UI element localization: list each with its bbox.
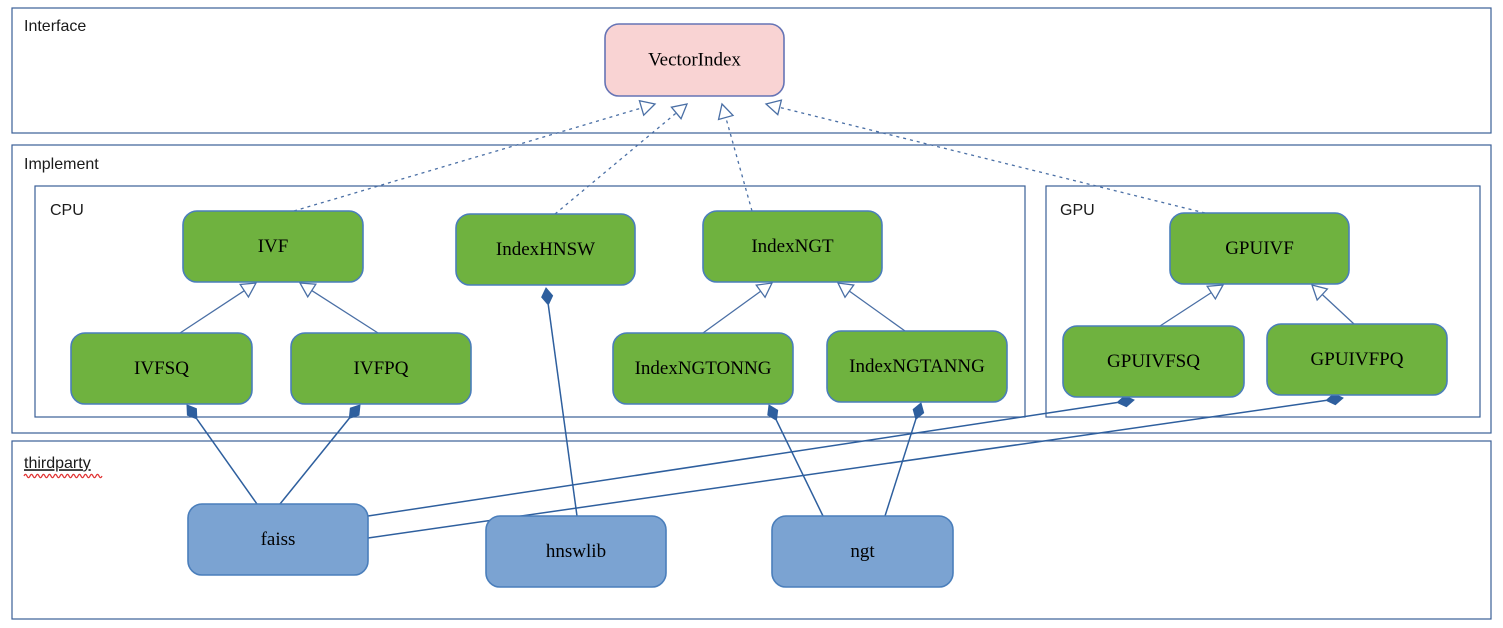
node-ivf-label: IVF — [258, 236, 289, 257]
filled-diamond-arrowhead-icon — [912, 402, 925, 421]
hollow-triangle-arrowhead-icon — [764, 99, 783, 116]
node-ivf-box[interactable] — [182, 210, 364, 283]
node-ivfsq-box[interactable] — [70, 332, 253, 405]
node-ngt-label: ngt — [850, 541, 875, 562]
node-indexhnsw-box[interactable] — [455, 213, 636, 286]
node-indexngtonng-label: IndexNGTONNG — [635, 358, 772, 379]
container-interface-label: Interface — [24, 18, 86, 35]
node-ivfpq-box[interactable] — [290, 332, 472, 405]
edge-indexngt-to-vectorindex — [717, 102, 753, 212]
hollow-triangle-arrowhead-icon — [1310, 284, 1329, 302]
edge-line-generalization — [179, 290, 245, 334]
edge-line-composition — [279, 417, 350, 505]
edge-indexngtonng-to-indexngt — [702, 282, 774, 334]
hollow-triangle-arrowhead-icon — [298, 282, 317, 299]
node-gpuivfpq[interactable]: GPUIVFPQ — [1266, 323, 1448, 396]
edge-line-generalization — [702, 290, 762, 334]
node-vectorindex[interactable]: VectorIndex — [604, 23, 785, 97]
edge-faiss-to-ivfpq — [279, 404, 361, 505]
hollow-triangle-arrowhead-icon — [755, 282, 774, 299]
edge-gpuivfsq-to-gpuivf — [1159, 284, 1225, 327]
filled-diamond-arrowhead-icon — [348, 404, 361, 419]
edge-line-realization — [293, 107, 642, 212]
hollow-triangle-arrowhead-icon — [670, 103, 689, 120]
node-indexngt[interactable]: IndexNGT — [702, 210, 883, 283]
node-indexngtonng[interactable]: IndexNGTONNG — [612, 332, 794, 405]
node-indexngtanng-box[interactable] — [826, 330, 1008, 403]
edge-line-generalization — [311, 290, 379, 334]
node-gpuivfpq-box[interactable] — [1266, 323, 1448, 396]
node-indexhnsw[interactable]: IndexHNSW — [455, 213, 636, 286]
container-cpu-label: CPU — [50, 202, 84, 219]
node-hnswlib-label: hnswlib — [546, 541, 606, 562]
edge-indexhnsw-to-vectorindex — [554, 103, 689, 215]
node-indexngt-box[interactable] — [702, 210, 883, 283]
node-indexhnsw-label: IndexHNSW — [496, 239, 595, 260]
edge-line-realization — [725, 117, 753, 212]
edge-layer — [179, 99, 1355, 539]
node-faiss-box[interactable] — [187, 503, 369, 576]
node-gpuivfsq-label: GPUIVFSQ — [1107, 351, 1200, 372]
node-faiss[interactable]: faiss — [187, 503, 369, 576]
edge-line-realization — [779, 106, 1206, 214]
edge-ivf-to-vectorindex — [293, 99, 657, 212]
node-indexngtanng-label: IndexNGTANNG — [849, 356, 985, 377]
node-vectorindex-label: VectorIndex — [648, 49, 741, 70]
edge-line-composition — [547, 304, 578, 517]
edge-line-generalization — [849, 290, 906, 332]
filled-diamond-arrowhead-icon — [541, 287, 554, 306]
node-indexngtonng-box[interactable] — [612, 332, 794, 405]
node-ngt-box[interactable] — [771, 515, 954, 588]
node-ivfsq[interactable]: IVFSQ — [70, 332, 253, 405]
edge-line-composition — [775, 419, 824, 517]
edge-line-generalization — [1159, 292, 1212, 327]
hollow-triangle-arrowhead-icon — [717, 102, 735, 121]
node-hnswlib[interactable]: hnswlib — [485, 515, 667, 588]
edge-ngt-to-indexngtanng — [884, 402, 925, 517]
edge-indexngtanng-to-indexngt — [836, 282, 906, 332]
node-indexngtanng[interactable]: IndexNGTANNG — [826, 330, 1008, 403]
edge-hnswlib-to-indexhnsw — [541, 287, 578, 517]
node-gpuivfpq-label: GPUIVFPQ — [1311, 349, 1404, 370]
edge-line-composition — [884, 418, 917, 517]
node-gpuivfsq-box[interactable] — [1062, 325, 1245, 398]
edge-ngt-to-indexngtonng — [767, 404, 824, 517]
edge-gpuivf-to-vectorindex — [764, 99, 1206, 214]
hollow-triangle-arrowhead-icon — [836, 282, 855, 299]
node-ivfpq-label: IVFPQ — [354, 358, 409, 379]
edge-ivfpq-to-ivf — [298, 282, 379, 334]
hollow-triangle-arrowhead-icon — [638, 99, 657, 117]
container-implement-label: Implement — [24, 156, 99, 173]
node-ivfpq[interactable]: IVFPQ — [290, 332, 472, 405]
node-vectorindex-box[interactable] — [604, 23, 785, 97]
container-thirdparty-label: thirdparty — [24, 455, 91, 472]
filled-diamond-arrowhead-icon — [186, 404, 198, 420]
hollow-triangle-arrowhead-icon — [239, 282, 258, 299]
edge-line-composition — [196, 418, 258, 505]
edge-line-composition — [367, 401, 1118, 517]
filled-diamond-arrowhead-icon — [767, 404, 779, 422]
edge-line-composition — [367, 399, 1327, 539]
node-faiss-label: faiss — [261, 529, 296, 550]
node-gpuivf[interactable]: GPUIVF — [1169, 212, 1350, 285]
edge-gpuivfpq-to-gpuivf — [1310, 284, 1355, 325]
edge-line-generalization — [1321, 294, 1355, 325]
edge-ivfsq-to-ivf — [179, 282, 258, 334]
node-gpuivfsq[interactable]: GPUIVFSQ — [1062, 325, 1245, 398]
node-gpuivf-label: GPUIVF — [1225, 238, 1294, 259]
hollow-triangle-arrowhead-icon — [1206, 284, 1225, 301]
node-ivfsq-label: IVFSQ — [134, 358, 189, 379]
node-hnswlib-box[interactable] — [485, 515, 667, 588]
node-indexngt-label: IndexNGT — [751, 236, 834, 257]
node-ivf[interactable]: IVF — [182, 210, 364, 283]
node-gpuivf-box[interactable] — [1169, 212, 1350, 285]
edge-faiss-to-ivfsq — [186, 404, 258, 505]
container-gpu-label: GPU — [1060, 202, 1095, 219]
edge-line-realization — [554, 112, 677, 215]
spellcheck-underline-icon — [23, 473, 103, 479]
node-ngt[interactable]: ngt — [771, 515, 954, 588]
